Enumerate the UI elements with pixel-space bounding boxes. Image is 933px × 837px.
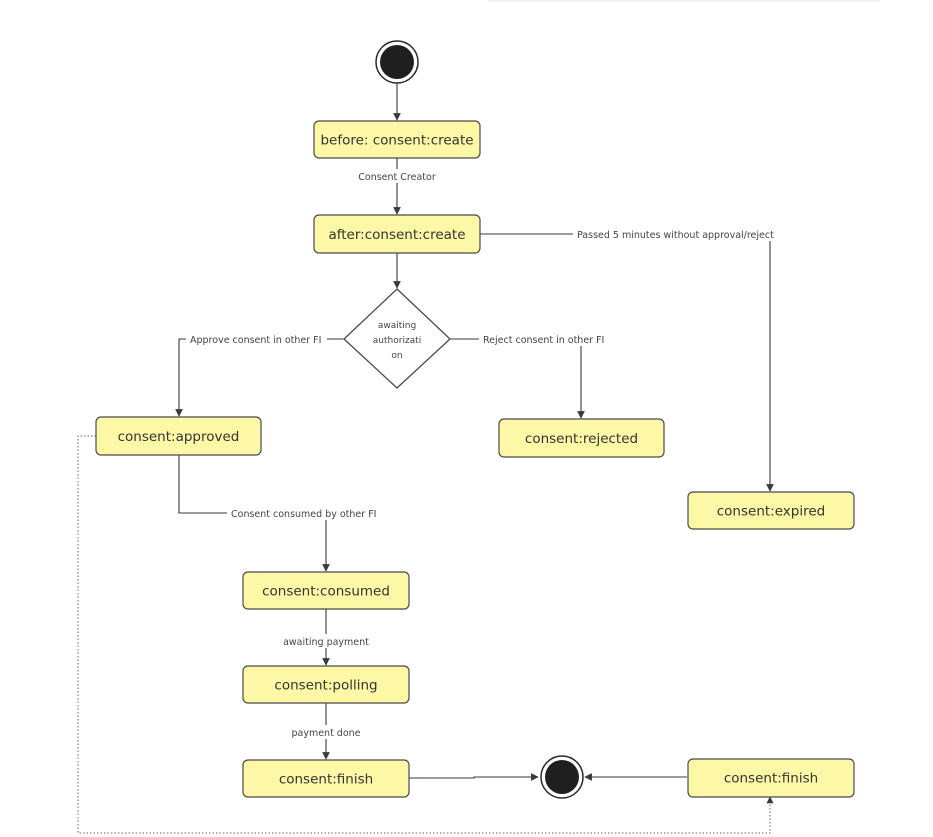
edge-finish-to-final: [409, 773, 539, 781]
edge-decision-to-approved: [175, 338, 344, 417]
state-finish-alt[interactable]: consent:finish: [687, 758, 855, 798]
label-expired-timeout: Passed 5 minutes without approval/reject: [577, 230, 774, 241]
label-bg-payment-done: [287, 725, 365, 739]
state-finish-main-label: consent:finish: [279, 772, 373, 788]
state-after-create-label: after:consent:create: [328, 227, 465, 243]
state-finish-main[interactable]: consent:finish: [242, 759, 410, 798]
state-polling-label: consent:polling: [274, 678, 377, 694]
label-bg-consumed-by-other: [227, 506, 381, 520]
state-before-create-label: before: consent:create: [320, 133, 473, 149]
state-consumed-label: consent:consumed: [262, 584, 390, 600]
label-consent-creator: Consent Creator: [358, 172, 436, 183]
state-finish-alt-label: consent:finish: [724, 771, 818, 787]
decision-line-2: authorizati: [373, 336, 421, 346]
state-expired-label: consent:expired: [717, 504, 825, 520]
decision-line-1: awaiting: [378, 321, 416, 331]
state-after-create[interactable]: after:consent:create: [313, 214, 481, 254]
state-polling[interactable]: consent:polling: [242, 665, 410, 704]
label-bg-awaiting-payment: [279, 634, 373, 648]
label-bg-approve: [186, 332, 327, 346]
state-consumed[interactable]: consent:consumed: [242, 571, 410, 610]
state-approved[interactable]: consent:approved: [95, 416, 262, 456]
state-rejected-label: consent:rejected: [525, 431, 638, 447]
label-consumed-by-other: Consent consumed by other FI: [231, 509, 376, 520]
state-expired[interactable]: consent:expired: [687, 491, 855, 530]
label-bg-reject: [479, 332, 607, 346]
label-awaiting-payment: awaiting payment: [283, 637, 369, 648]
edge-decision-to-rejected: [450, 338, 585, 419]
decision-line-3: on: [391, 351, 402, 361]
final-node[interactable]: [540, 755, 584, 799]
top-toolbar-edge: [488, 0, 880, 2]
state-rejected[interactable]: consent:rejected: [498, 418, 665, 458]
initial-node[interactable]: [375, 40, 419, 84]
edge-approved-to-finish-alt: [77, 435, 774, 834]
label-payment-done: payment done: [291, 728, 360, 739]
decision-awaiting-authorization[interactable]: awaiting authorizati on: [343, 288, 451, 389]
label-approve: Approve consent in other FI: [190, 335, 321, 346]
label-reject: Reject consent in other FI: [483, 335, 604, 346]
label-bg-consent-creator: [353, 169, 441, 183]
label-bg-expired-timeout: [573, 227, 779, 241]
state-approved-label: consent:approved: [118, 429, 240, 445]
state-before-create[interactable]: before: consent:create: [313, 120, 481, 159]
